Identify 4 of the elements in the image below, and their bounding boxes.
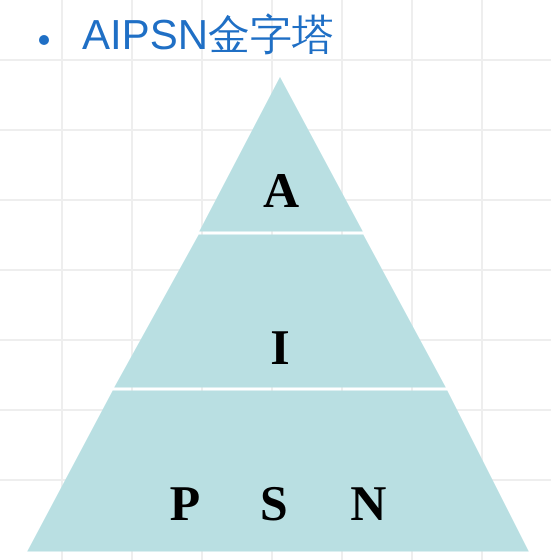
tier-label: A bbox=[262, 165, 300, 215]
tier-label: I bbox=[269, 322, 291, 372]
tier-label: P S N bbox=[168, 478, 388, 528]
title: AIPSN金字塔 bbox=[82, 12, 334, 58]
